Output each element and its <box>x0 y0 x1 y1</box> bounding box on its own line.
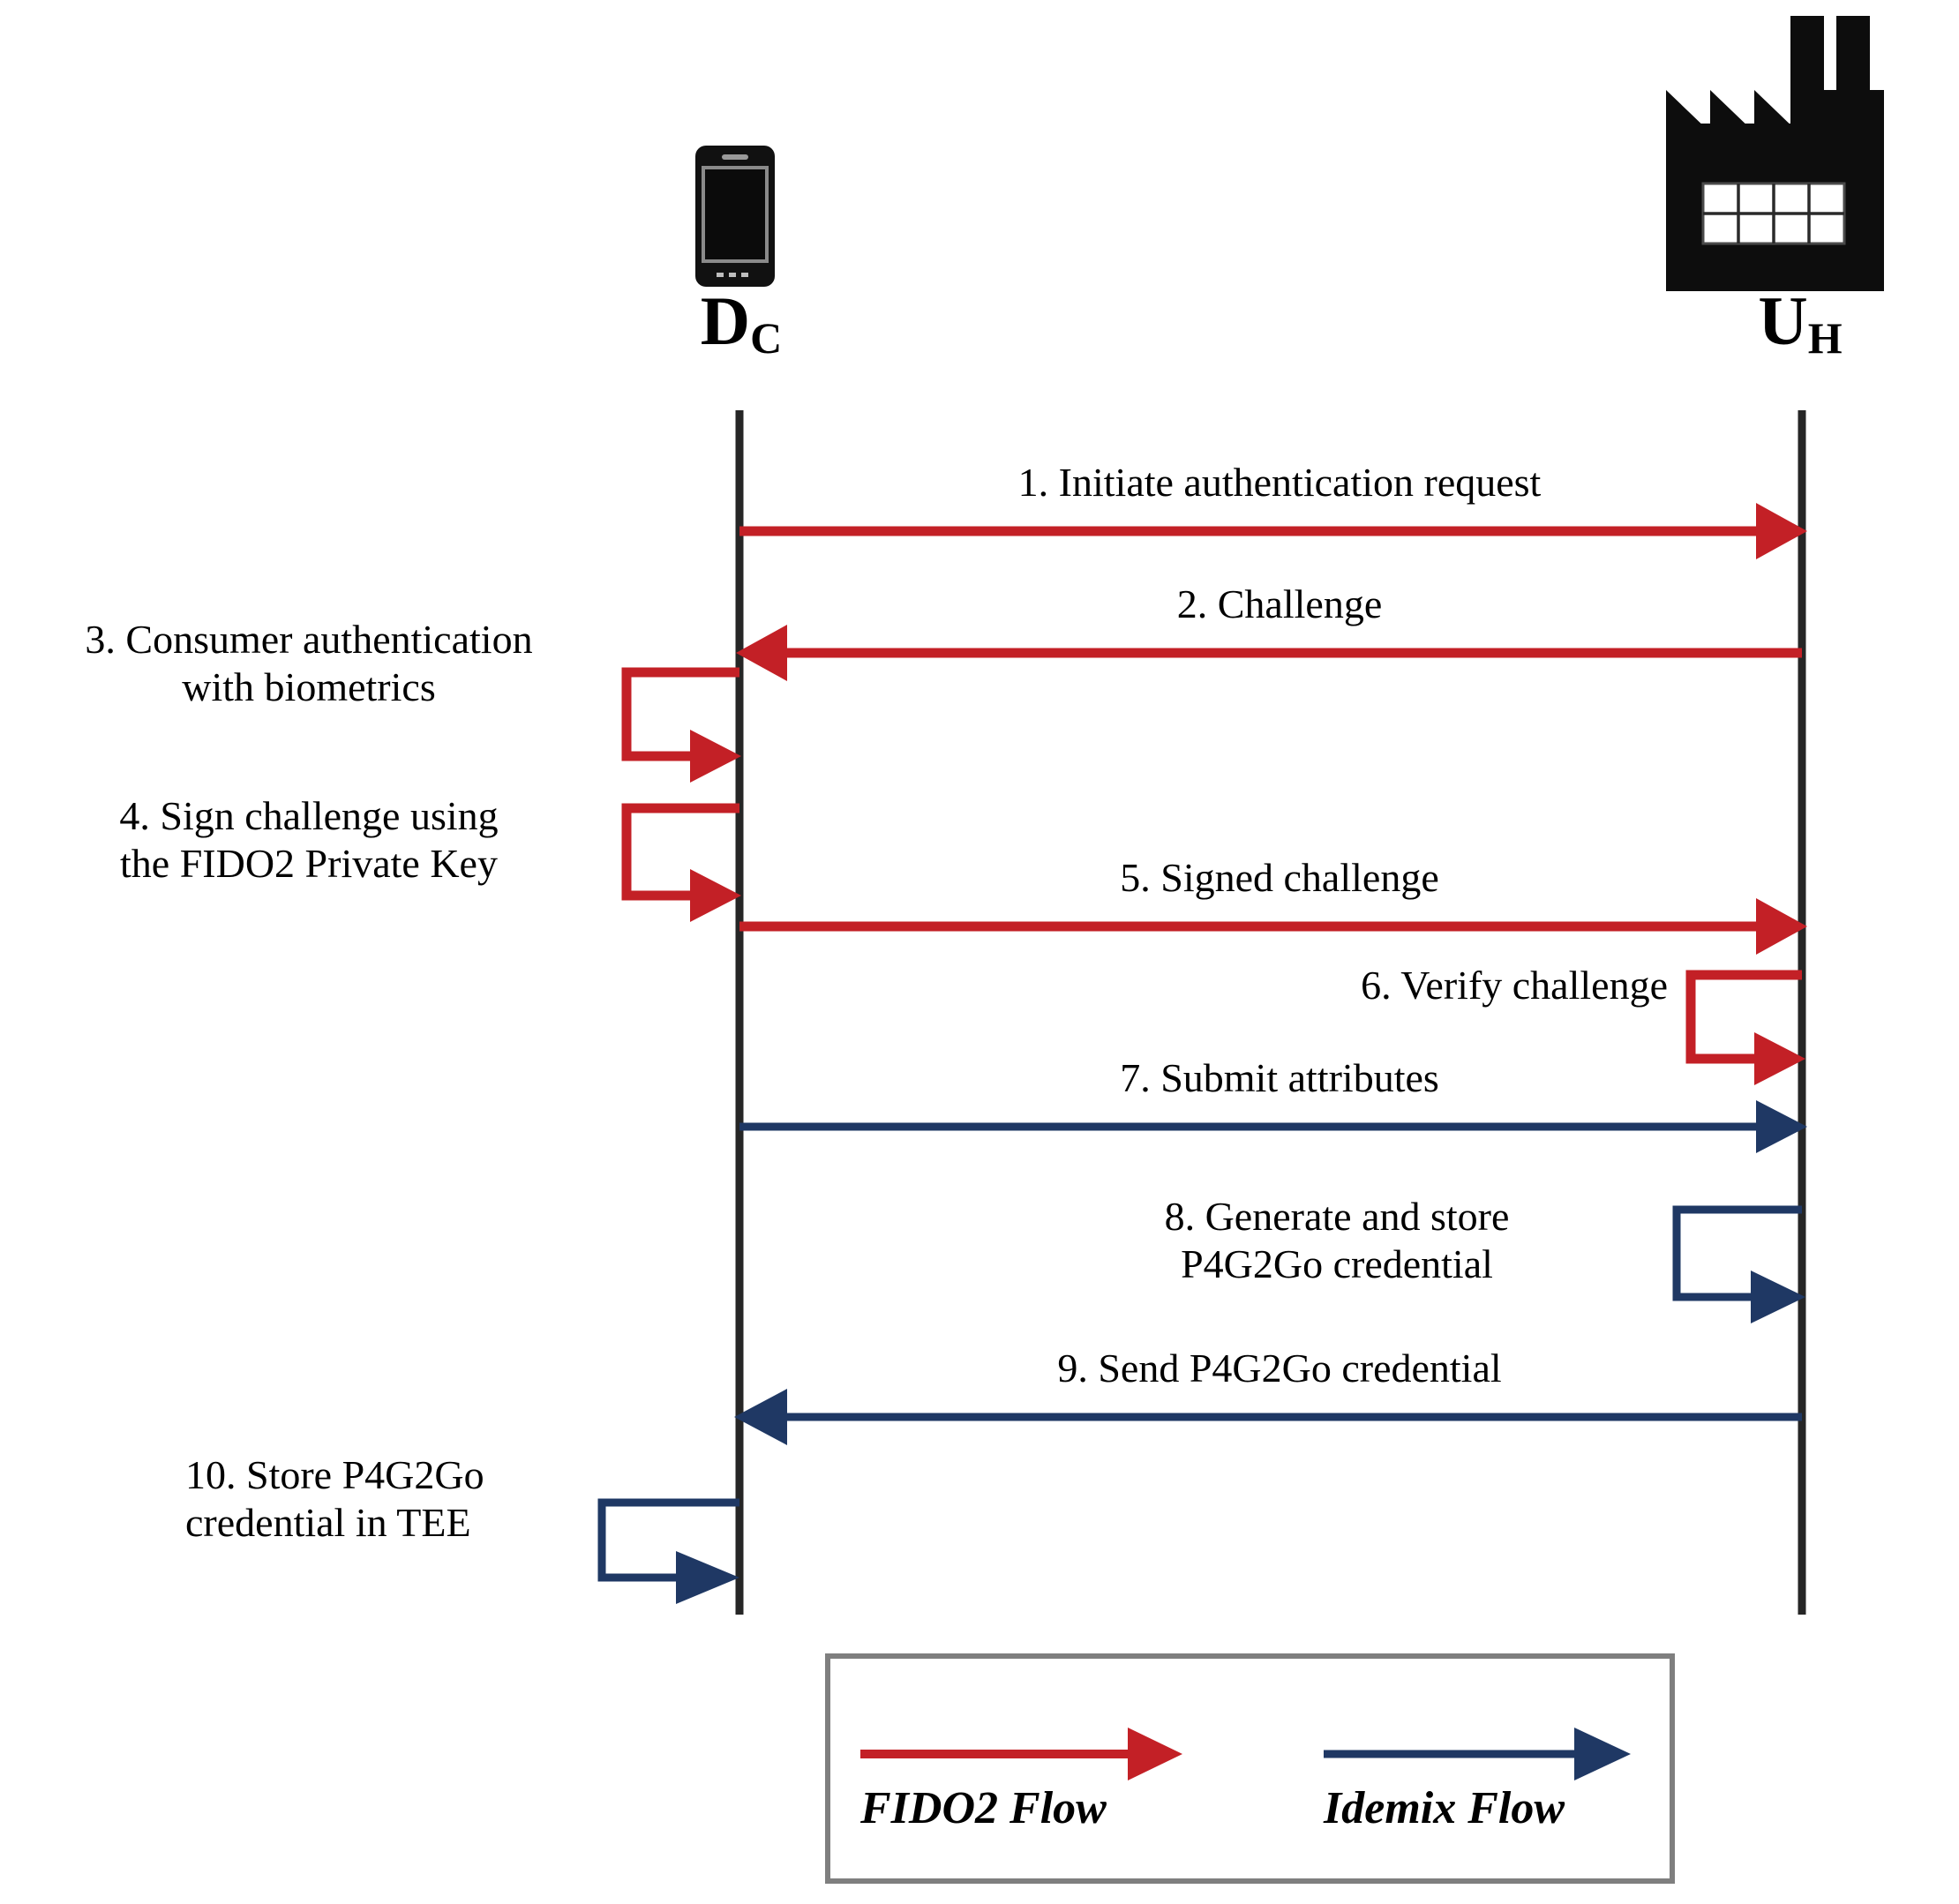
self-loop-10 <box>597 1498 739 1604</box>
message-label-4: 4. Sign challenge using the FIDO2 Privat… <box>119 793 499 887</box>
message-label-7: 7. Submit attributes <box>1120 1055 1439 1100</box>
message-label-6: 6. Verify challenge <box>1361 963 1668 1008</box>
smartphone-icon <box>695 146 775 287</box>
message-label-3: 3. Consumer authentication with biometri… <box>85 617 533 710</box>
message-label-8: 8. Generate and store P4G2Go credential <box>1164 1194 1510 1287</box>
factory-icon <box>1666 16 1884 291</box>
legend-label-fido2: FIDO2 Flow <box>860 1783 1107 1833</box>
actor-label-device-sub: C <box>750 313 783 363</box>
legend-label-idemix: Idemix Flow <box>1324 1783 1565 1833</box>
message-label-1: 1. Initiate authentication request <box>1017 460 1542 505</box>
self-loop-8 <box>1672 1205 1805 1323</box>
self-loop-4 <box>621 803 741 922</box>
idemix-flow-arrow <box>1324 1728 1631 1780</box>
actor-label-device: DC <box>618 287 865 361</box>
self-loop-3 <box>621 667 741 783</box>
message-arrow-5 <box>739 898 1807 955</box>
message-label-10: 10. Store P4G2Go credential in TEE <box>185 1452 484 1546</box>
message-label-5: 5. Signed challenge <box>1120 855 1439 900</box>
message-arrow-2 <box>736 625 1802 681</box>
message-arrow-7 <box>739 1100 1807 1153</box>
self-loop-6 <box>1685 970 1805 1085</box>
fido2-flow-arrow <box>860 1728 1182 1780</box>
actor-label-device-main: D <box>700 282 751 359</box>
message-arrow-1 <box>739 503 1807 559</box>
legend-box <box>825 1653 1675 1884</box>
actor-label-utility-main: U <box>1758 282 1808 359</box>
message-label-9: 9. Send P4G2Go credential <box>1057 1346 1502 1391</box>
message-label-2: 2. Challenge <box>1176 581 1383 626</box>
message-arrow-9 <box>734 1389 1802 1445</box>
actor-label-utility-sub: H <box>1807 313 1843 363</box>
actor-label-utility: UH <box>1677 287 1924 361</box>
